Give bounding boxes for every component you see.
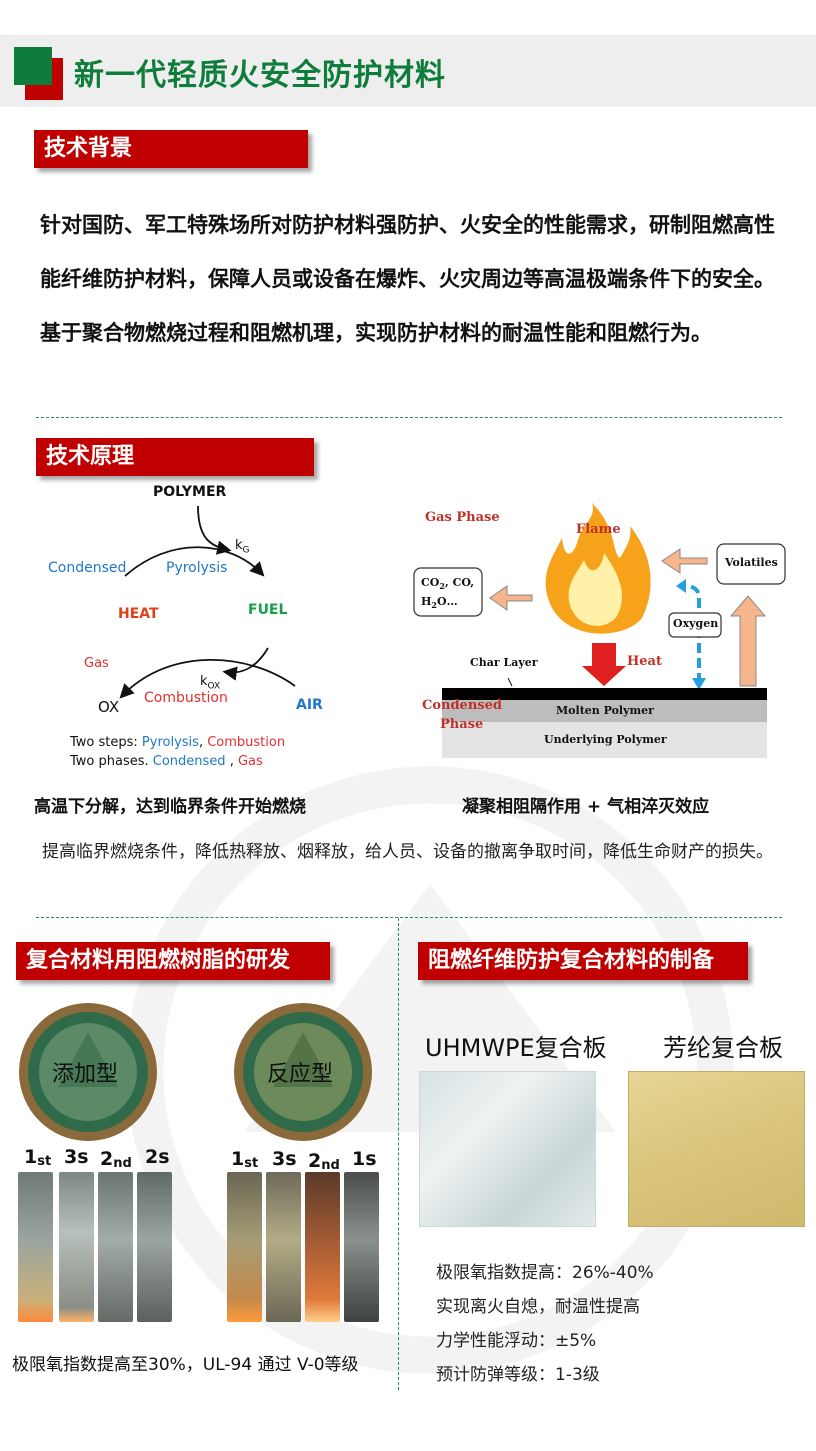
sample-photo-b3 [305,1172,340,1322]
flame-mechanism-graphics [413,503,786,758]
university-seal-reactive [234,1003,372,1141]
additive-type-label: 添加型 [52,1062,119,1087]
flame-label: Flame [576,522,621,537]
oxygen-label: Oxygen [673,617,719,630]
air-label: AIR [296,697,323,713]
column-divider [398,918,399,1390]
volatiles-label: Volatiles [725,556,778,569]
sample-a3-label: 2nd [100,1148,132,1171]
page-title: 新一代轻质火安全防护材料 [74,58,446,93]
resin-caption: 极限氧指数提高至30%，UL-94 通过 V-0等级 [12,1355,359,1375]
section-tag-fiber: 阻燃纤维防护复合材料的制备 [418,942,748,980]
reactive-type-label: 反应型 [267,1062,334,1087]
sample-photo-b2 [266,1172,301,1322]
molten-polymer-label: Molten Polymer [556,704,654,717]
background-text: 针对国防、军工特殊场所对防护材料强防护、火安全的性能需求，研制阻燃高性能纤维防护… [40,213,775,345]
sample-photo-a4 [137,1172,172,1322]
uhmwpe-panel-title: UHMWPE复合板 [425,1034,607,1062]
sample-photo-a2 [59,1172,94,1322]
char-layer-label: Char Layer [470,656,538,669]
combustion-label: Combustion [144,690,228,706]
sample-photo-b1 [227,1172,262,1322]
ox-label: OX [98,698,120,716]
principle-caption-right: 凝聚相阻隔作用 + 气相淬灭效应 [462,797,710,817]
cycle-arrows [119,505,296,699]
sample-a2-label: 3s [64,1146,89,1168]
sample-b2-label: 3s [272,1148,297,1170]
fiber-point: 极限氧指数提高：26%-40% [436,1263,654,1283]
sample-photo-a3 [98,1172,133,1322]
sample-photo-a1 [18,1172,53,1322]
section-tag-background: 技术背景 [34,130,308,168]
fiber-points-list: 极限氧指数提高：26%-40% 实现离火自熄，耐温性提高 力学性能浮动：±5% … [436,1256,654,1392]
gas-label: Gas [84,656,109,671]
university-seal-additive [19,1003,157,1141]
aramid-panel-title: 芳纶复合板 [663,1034,783,1062]
condensed-label: Condensed [48,560,127,576]
section-tag-principle: 技术原理 [36,438,314,476]
title-logo-green-block [14,47,52,85]
heat-label: HEAT [118,606,159,622]
gas-phase-label: Gas Phase [425,510,500,525]
section-tag-resin: 复合材料用阻燃树脂的研发 [16,942,330,980]
sample-a4-label: 2s [145,1146,170,1168]
fiber-point: 预计防弹等级：1-3级 [436,1365,600,1385]
aramid-panel-photo [628,1071,805,1227]
uhmwpe-panel-photo [419,1071,596,1227]
underlying-polymer-label: Underlying Polymer [544,733,667,746]
principle-paragraph: 提高临界燃烧条件，降低热释放、烟释放，给人员、设备的撤离争取时间，降低生命财产的… [42,842,773,862]
principle-caption-left: 高温下分解，达到临界条件开始燃烧 [34,797,306,817]
combustion-cycle-diagram: POLYMER kG Condensed Pyrolysis HEAT FUEL… [40,478,340,773]
two-phases-line: Two phases. Condensed , Gas [70,754,263,769]
fiber-point: 力学性能浮动：±5% [436,1331,597,1351]
divider-bottom [36,917,782,918]
polymer-label: POLYMER [153,484,227,500]
divider-top [36,417,782,418]
sample-b3-label: 2nd [308,1150,340,1173]
condensed-phase-label: Condensed Phase [422,698,502,732]
kox-label: kOX [200,674,221,692]
fiber-point: 实现离火自熄，耐温性提高 [436,1297,640,1317]
products-label: CO2, CO, H2O… [421,576,475,611]
sample-photo-b4 [344,1172,379,1322]
sample-b1-label: 1st [231,1148,259,1171]
title-bar [0,35,816,107]
sample-a1-label: 1st [24,1146,52,1169]
pyrolysis-label: Pyrolysis [166,560,228,576]
two-steps-line: Two steps: Pyrolysis, Combustion [70,735,286,750]
kg-label: kG [235,538,250,556]
fuel-label: FUEL [248,602,288,618]
flame-mechanism-diagram: Gas Phase Flame Volatiles CO2, CO, H2O… … [412,498,792,770]
sample-b4-label: 1s [352,1148,377,1170]
heat-arrow-label: Heat [627,654,662,669]
